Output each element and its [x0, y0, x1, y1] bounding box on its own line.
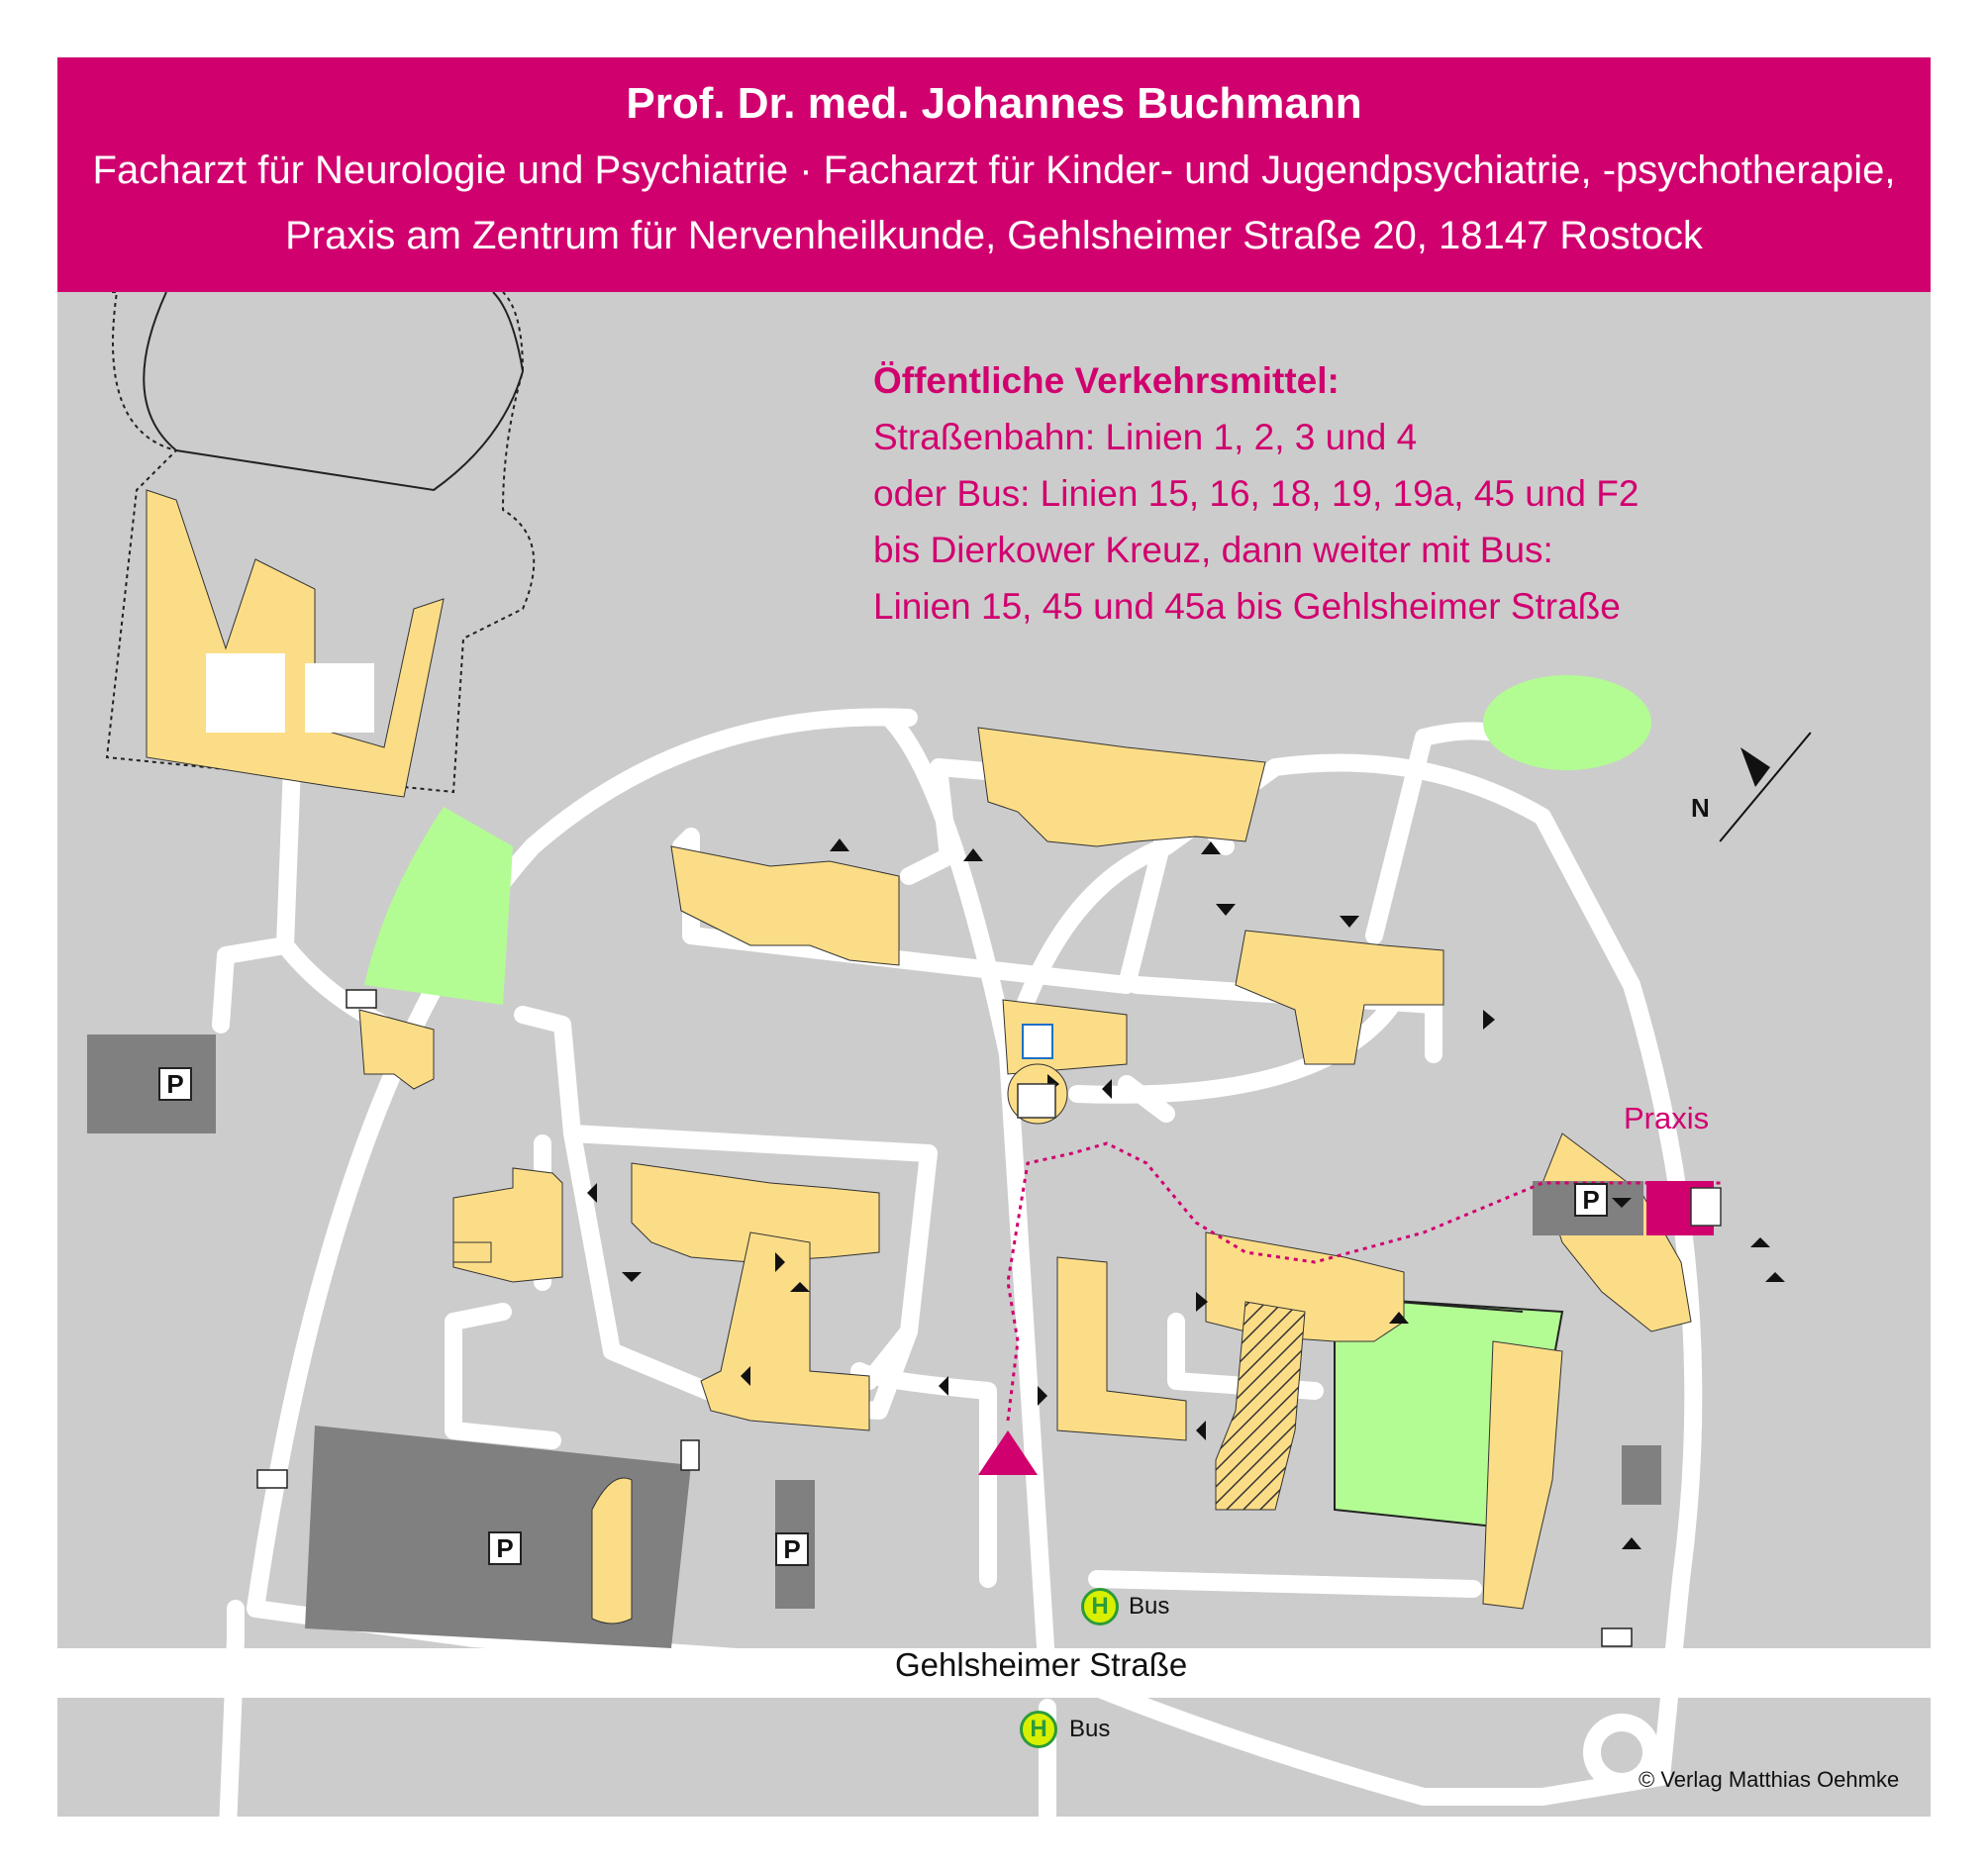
coffee-icon	[1017, 1083, 1056, 1119]
building-center-west	[631, 1162, 880, 1263]
street-name: Gehlsheimer Straße	[895, 1646, 1188, 1683]
gehlsheimer-strasse-road	[57, 1648, 1931, 1698]
gate-barrier-icons	[256, 989, 1633, 1647]
gate-barrier-icon	[256, 1469, 288, 1489]
parking-icon: P	[1574, 1183, 1608, 1217]
address-line: Praxis am Zentrum für Nervenheilkunde, G…	[285, 214, 1703, 257]
transit-line-transfer: bis Dierkower Kreuz, dann weiter mit Bus…	[873, 530, 1553, 570]
green-area-west	[364, 807, 513, 1005]
main-entrance-marker	[978, 1430, 1038, 1475]
building-west-small	[358, 1009, 435, 1090]
bus-stop-icon: H	[1081, 1588, 1119, 1625]
building-north-b	[977, 727, 1266, 847]
gate-barrier-icon	[346, 989, 377, 1009]
building-west-tiny	[452, 1241, 492, 1263]
green-meadow-north	[1483, 675, 1651, 770]
copyright: © Verlag Matthias Oehmke	[1639, 1767, 1900, 1792]
campus-map: N	[57, 292, 1931, 1817]
header-banner: Prof. Dr. med. Johannes Buchmann Facharz…	[57, 57, 1931, 292]
building-northeast-c	[1235, 930, 1444, 1065]
parking-icon: P	[158, 1067, 192, 1101]
building-north-center-a	[670, 845, 900, 966]
bus-stop-icon: H	[1020, 1711, 1057, 1748]
specialty-line: Facharzt für Neurologie und Psychiatrie …	[92, 148, 1896, 192]
doctor-name: Prof. Dr. med. Johannes Buchmann	[626, 79, 1362, 128]
route-to-praxis	[1006, 1141, 1721, 1422]
parking-lot-east	[1622, 1445, 1661, 1505]
parking-lot-west	[87, 1034, 216, 1133]
church-icon	[1022, 1024, 1053, 1059]
transit-line-bus: oder Bus: Linien 15, 16, 18, 19, 19a, 45…	[873, 473, 1640, 514]
building-central-west-wing	[700, 1231, 870, 1431]
praxis-label: Praxis	[1624, 1101, 1710, 1135]
parking-icon: P	[488, 1531, 522, 1565]
historic-grounds-outline	[105, 292, 536, 794]
roundabout	[1583, 1714, 1660, 1791]
compass-north-icon: N	[1691, 732, 1812, 842]
compass-label: N	[1691, 793, 1710, 823]
gate-barrier-icon	[680, 1439, 700, 1471]
public-transport-info: Öffentliche Verkehrsmittel: Straßenbahn:…	[873, 352, 1639, 635]
parking-icon: P	[775, 1532, 809, 1566]
building-south-oval	[591, 1477, 633, 1625]
transit-line-final: Linien 15, 45 und 45a bis Gehlsheimer St…	[873, 586, 1621, 627]
historic-loop	[143, 292, 525, 492]
bus-stop-label: Bus	[1069, 1716, 1111, 1742]
transit-heading: Öffentliche Verkehrsmittel:	[873, 360, 1340, 401]
bus-stop-label: Bus	[1129, 1593, 1170, 1620]
wheelchair-icon	[1690, 1187, 1722, 1227]
building-central-east-wing	[1056, 1256, 1187, 1441]
building-east-tower	[1482, 1340, 1563, 1610]
building-under-construction	[1215, 1301, 1306, 1511]
transit-line-tram: Straßenbahn: Linien 1, 2, 3 und 4	[873, 417, 1418, 457]
gate-barrier-icon	[1601, 1627, 1633, 1647]
